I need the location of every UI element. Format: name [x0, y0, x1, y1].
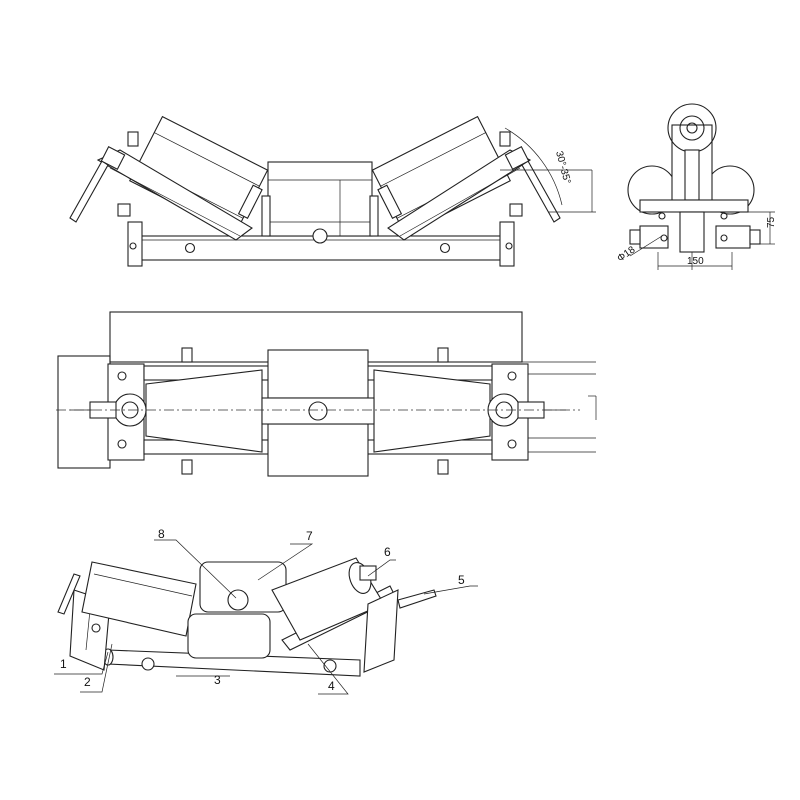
- callout-7: 7: [306, 529, 313, 543]
- center-roller: [267, 161, 373, 237]
- right-wing-roller: [371, 115, 511, 236]
- callout-1: 1: [60, 657, 67, 671]
- width-dimension: 150: [687, 256, 704, 267]
- callout-5: 5: [458, 573, 465, 587]
- isometric-view: 1 2 3 4 5 6 7 8: [54, 527, 478, 695]
- callout-2: 2: [84, 675, 91, 689]
- front-view: 30°-35°: [69, 115, 596, 267]
- angle-dimension: 30°-35°: [553, 150, 572, 185]
- callout-8: 8: [158, 527, 165, 541]
- side-view: 150 75 Φ18: [615, 103, 777, 270]
- callout-3: 3: [214, 673, 221, 687]
- callout-6: 6: [384, 545, 391, 559]
- height-dimension: 75: [766, 216, 777, 228]
- diameter-dimension: Φ18: [615, 244, 637, 264]
- callout-4: 4: [328, 679, 335, 693]
- top-view: [56, 311, 597, 477]
